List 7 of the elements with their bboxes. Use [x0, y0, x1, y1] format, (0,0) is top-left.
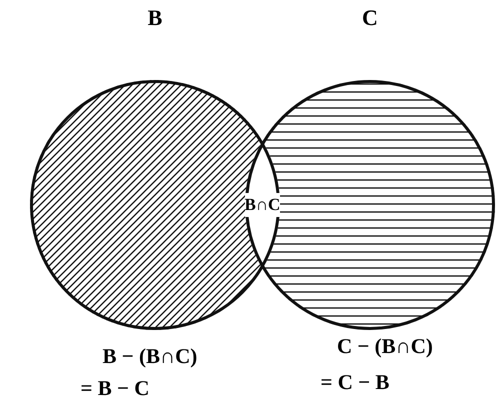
- intersection-label: B∩C: [244, 193, 280, 217]
- set-difference-label: C − (B∩C): [337, 334, 433, 358]
- set-difference-label: B − (B∩C): [102, 344, 198, 368]
- set-difference-label: = C − B: [320, 370, 390, 394]
- set-name: B: [148, 6, 162, 30]
- set-difference-label: = B − C: [80, 376, 150, 400]
- set-name: C: [362, 6, 378, 30]
